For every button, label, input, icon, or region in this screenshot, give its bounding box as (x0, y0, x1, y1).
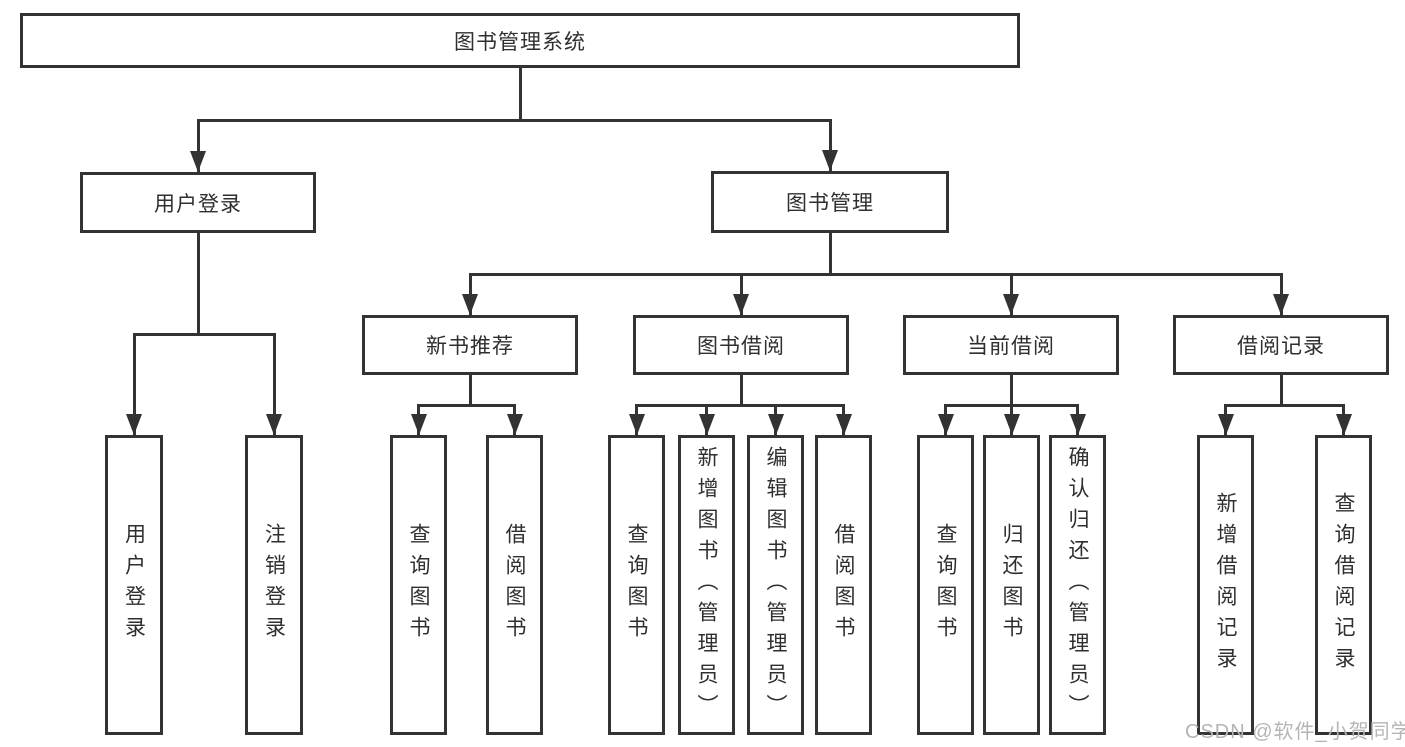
arrowhead-down-icon (698, 414, 715, 435)
node-label-leaf-query-record: 查询借阅记录 (1332, 492, 1355, 678)
node-label-book-mgmt: 图书管理 (786, 192, 874, 215)
connector-line (196, 120, 200, 172)
node-leaf-query-book-3: 查询图书 (917, 435, 974, 735)
node-leaf-borrow-book-2: 借阅图书 (815, 435, 872, 735)
connector-line (196, 118, 832, 122)
node-label-user-login: 用户登录 (154, 192, 242, 216)
node-label-root: 图书管理系统 (454, 30, 586, 54)
arrowhead-down-icon (1335, 414, 1352, 435)
arrowhead-down-icon (126, 414, 142, 435)
node-label-leaf-logout: 注销登录 (262, 523, 286, 647)
node-label-new-book-rec: 新书推荐 (426, 335, 514, 358)
node-book-borrow: 图书借阅 (633, 315, 849, 375)
arrowhead-down-icon (1217, 414, 1234, 435)
node-label-leaf-user-login: 用户登录 (122, 523, 146, 647)
arrowhead-down-icon (1003, 294, 1019, 315)
arrowhead-down-icon (1273, 294, 1289, 315)
node-borrow-record: 借阅记录 (1173, 315, 1389, 375)
node-label-leaf-query-book-3: 查询图书 (934, 523, 957, 647)
node-label-book-borrow: 图书借阅 (697, 335, 785, 358)
node-book-mgmt: 图书管理 (711, 171, 949, 233)
connector-line (1279, 375, 1283, 407)
arrowhead-down-icon (733, 294, 749, 315)
connector-line (132, 332, 276, 336)
connector-line (1009, 375, 1013, 407)
node-label-borrow-record: 借阅记录 (1237, 335, 1325, 358)
connector-line (635, 403, 845, 407)
arrowhead-down-icon (835, 414, 852, 435)
arrowhead-down-icon (1003, 414, 1020, 435)
node-leaf-borrow-book-1: 借阅图书 (486, 435, 543, 735)
node-leaf-return-book: 归还图书 (983, 435, 1040, 735)
arrowhead-down-icon (506, 414, 523, 435)
node-leaf-query-record: 查询借阅记录 (1315, 435, 1372, 735)
node-leaf-logout: 注销登录 (245, 435, 303, 735)
node-label-leaf-add-book: 新增图书（管理员） (695, 445, 718, 725)
connector-line (1224, 403, 1345, 407)
connector-line (828, 120, 832, 171)
arrowhead-down-icon (190, 151, 206, 172)
node-leaf-add-book: 新增图书（管理员） (678, 435, 735, 735)
connector-line (132, 334, 136, 435)
node-leaf-edit-book: 编辑图书（管理员） (747, 435, 804, 735)
node-leaf-query-book-2: 查询图书 (608, 435, 665, 735)
node-new-book-rec: 新书推荐 (362, 315, 578, 375)
arrowhead-down-icon (462, 294, 478, 315)
arrowhead-down-icon (266, 414, 282, 435)
node-label-leaf-query-book-1: 查询图书 (407, 523, 430, 647)
arrowhead-down-icon (410, 414, 427, 435)
node-current-borrow: 当前借阅 (903, 315, 1119, 375)
connector-line (417, 403, 516, 407)
node-label-current-borrow: 当前借阅 (967, 335, 1055, 358)
node-label-leaf-add-record: 新增借阅记录 (1214, 492, 1237, 678)
connector-line (518, 68, 522, 122)
arrowhead-down-icon (767, 414, 784, 435)
connector-line (272, 334, 276, 435)
node-label-leaf-borrow-book-2: 借阅图书 (832, 523, 855, 647)
connector-line (468, 375, 472, 407)
arrowhead-down-icon (822, 150, 838, 171)
arrowhead-down-icon (1069, 414, 1086, 435)
node-leaf-confirm-return: 确认归还（管理员） (1049, 435, 1106, 735)
node-label-leaf-query-book-2: 查询图书 (625, 523, 648, 647)
node-user-login: 用户登录 (80, 172, 316, 233)
connector-line (196, 233, 200, 336)
node-root: 图书管理系统 (20, 13, 1020, 68)
connector-line (739, 375, 743, 407)
node-leaf-add-record: 新增借阅记录 (1197, 435, 1254, 735)
arrowhead-down-icon (628, 414, 645, 435)
connector-line (468, 272, 1283, 276)
node-leaf-query-book-1: 查询图书 (390, 435, 447, 735)
node-label-leaf-return-book: 归还图书 (1000, 523, 1023, 647)
csdn-watermark: CSDN @软件_小贺同学 (1185, 721, 1405, 743)
arrowhead-down-icon (937, 414, 954, 435)
node-label-leaf-edit-book: 编辑图书（管理员） (764, 445, 787, 725)
node-leaf-user-login: 用户登录 (105, 435, 163, 735)
node-label-leaf-confirm-return: 确认归还（管理员） (1066, 445, 1089, 725)
node-label-leaf-borrow-book-1: 借阅图书 (503, 523, 526, 647)
connector-line (828, 233, 832, 276)
